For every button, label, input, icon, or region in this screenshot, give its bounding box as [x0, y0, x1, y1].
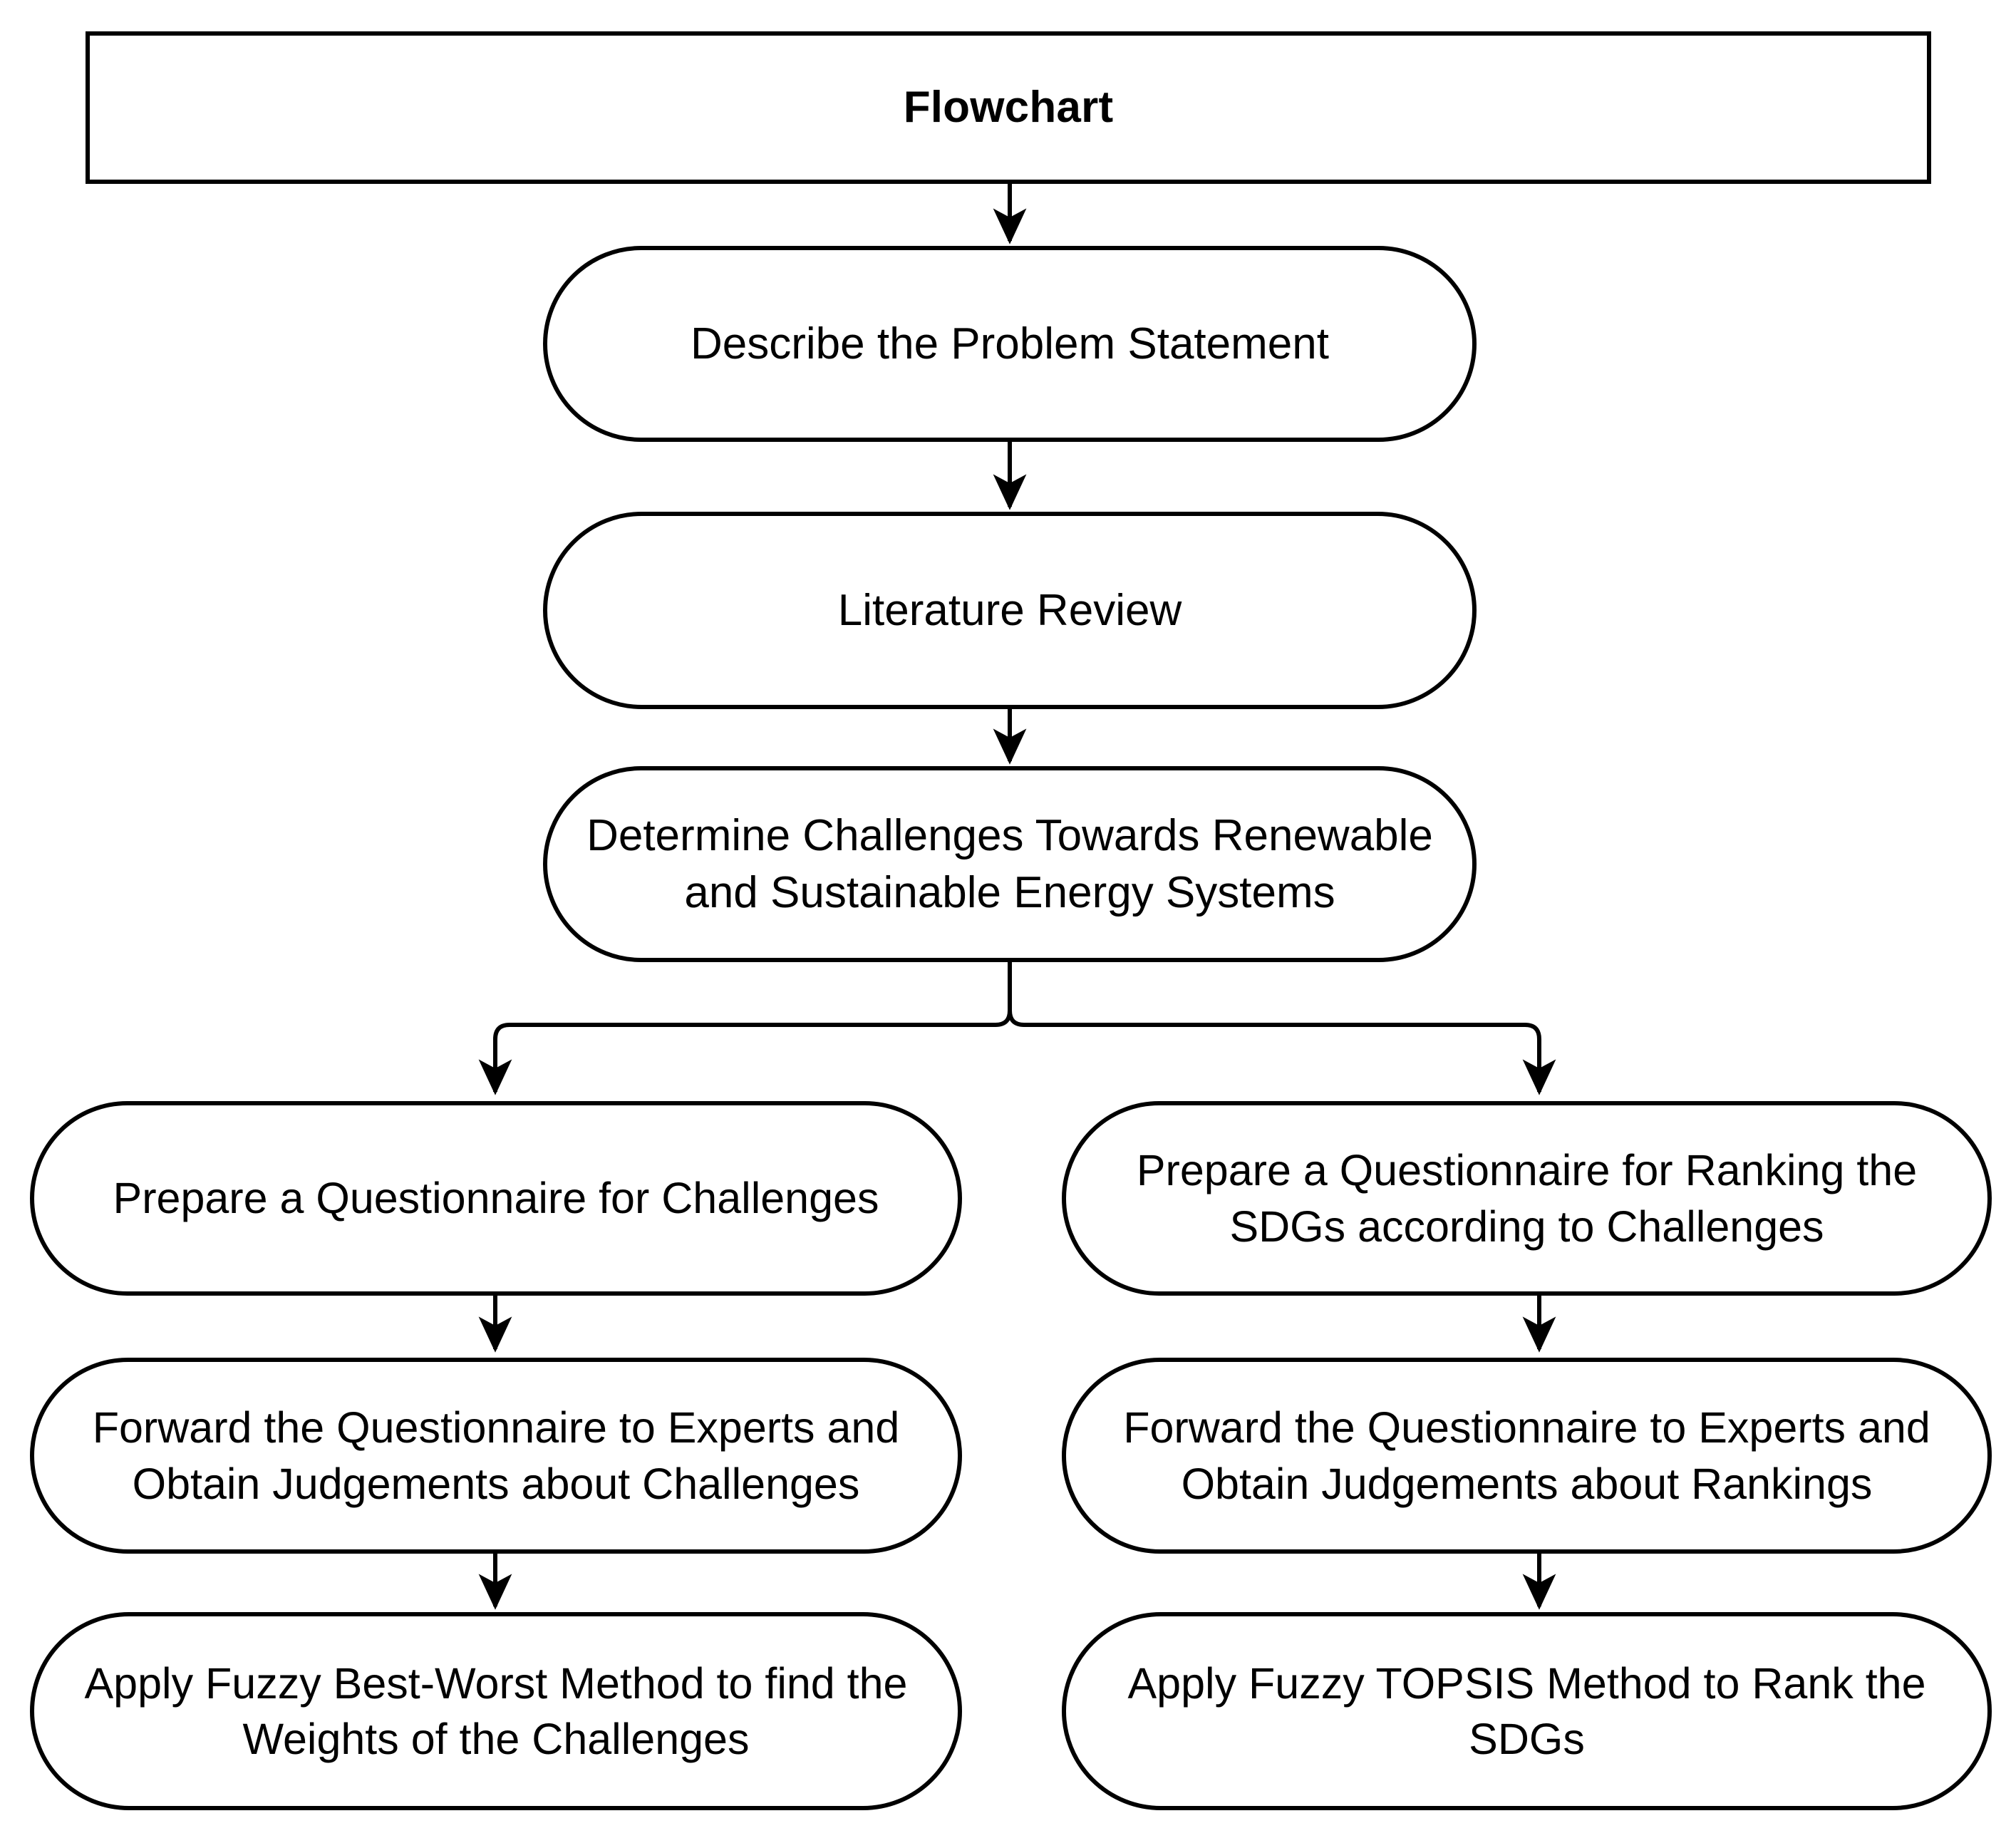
node-label-apply-fuzzy-topsis-method: Apply Fuzzy TOPSIS Method to Rank the SD…	[1127, 1658, 1926, 1763]
node-forward-questionnaire-challenges[interactable]: Forward the Questionnaire to Experts and…	[30, 1358, 962, 1554]
node-apply-fuzzy-topsis-method[interactable]: Apply Fuzzy TOPSIS Method to Rank the SD…	[1062, 1612, 1992, 1810]
node-describe-problem-statement[interactable]: Describe the Problem Statement	[543, 246, 1477, 442]
node-prepare-questionnaire-challenges[interactable]: Prepare a Questionnaire for Challenges	[30, 1101, 962, 1296]
node-label-describe-problem-statement: Describe the Problem Statement	[691, 319, 1329, 368]
node-label-apply-fuzzy-best-worst-method: Apply Fuzzy Best-Worst Method to find th…	[84, 1658, 908, 1763]
flowchart-title-box: Flowchart	[86, 31, 1931, 184]
node-literature-review[interactable]: Literature Review	[543, 512, 1477, 709]
node-label-prepare-questionnaire-challenges: Prepare a Questionnaire for Challenges	[113, 1174, 879, 1223]
node-label-forward-questionnaire-challenges: Forward the Questionnaire to Experts and…	[92, 1403, 900, 1508]
node-forward-questionnaire-rankings[interactable]: Forward the Questionnaire to Experts and…	[1062, 1358, 1992, 1554]
node-label-determine-challenges: Determine Challenges Towards Renewable a…	[586, 811, 1433, 917]
node-label-forward-questionnaire-rankings: Forward the Questionnaire to Experts and…	[1123, 1403, 1930, 1508]
edge-determine-split-bus	[478, 962, 1012, 1095]
node-prepare-questionnaire-sdgs[interactable]: Prepare a Questionnaire for Ranking the …	[1062, 1101, 1992, 1296]
node-apply-fuzzy-best-worst-method[interactable]: Apply Fuzzy Best-Worst Method to find th…	[30, 1612, 962, 1810]
edge-determine-split-bus-right	[1008, 962, 1556, 1095]
flowchart-title-label: Flowchart	[903, 83, 1114, 133]
node-label-literature-review: Literature Review	[837, 585, 1182, 635]
node-label-prepare-questionnaire-sdgs: Prepare a Questionnaire for Ranking the …	[1136, 1146, 1918, 1251]
node-determine-challenges[interactable]: Determine Challenges Towards Renewable a…	[543, 766, 1477, 962]
